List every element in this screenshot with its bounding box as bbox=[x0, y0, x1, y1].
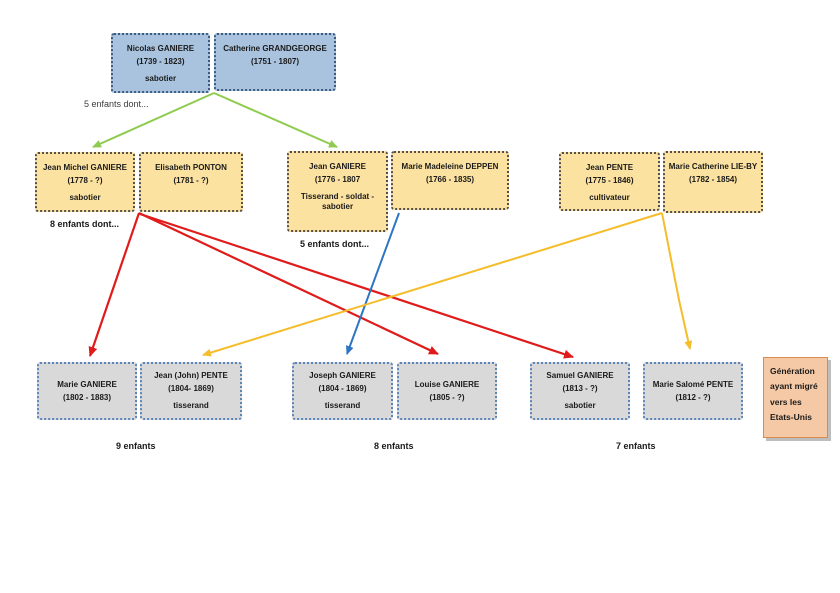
person-name: Louise GANIERE bbox=[414, 379, 480, 389]
person-box-joseph-ganiere: Joseph GANIERE (1804 - 1869) tisserand bbox=[292, 362, 393, 420]
person-name: Nicolas GANIERE bbox=[126, 44, 195, 53]
arrow-couple1-to-louise bbox=[138, 212, 439, 355]
person-occupation: Tisserand - soldat - sabotier bbox=[300, 192, 375, 211]
person-dates: (1782 - 1854) bbox=[688, 175, 738, 184]
person-name: Jean PENTE bbox=[585, 163, 634, 172]
children-count-group1: 9 enfants bbox=[116, 441, 156, 451]
person-name: Marie Catherine LIE-BY bbox=[668, 162, 758, 171]
arrow-couple3-to-jean-john bbox=[202, 212, 663, 357]
person-dates: (1775 - 1846) bbox=[585, 176, 634, 185]
person-occupation: tisserand bbox=[173, 401, 209, 410]
migration-note-box: Génération ayant migré vers les Etats-Un… bbox=[763, 357, 828, 438]
arrow-couple3-to-marie-salome bbox=[661, 212, 693, 350]
children-count-group3: 7 enfants bbox=[616, 441, 656, 451]
person-name: Marie Madeleine DEPPEN bbox=[401, 162, 499, 171]
person-box-catherine-grandgeorge: Catherine GRANDGEORGE (1751 - 1807) bbox=[214, 33, 336, 91]
arrow-gen1-to-jean-ganiere bbox=[213, 92, 338, 148]
person-occupation: sabotier bbox=[69, 193, 101, 202]
person-dates: (1739 - 1823) bbox=[136, 57, 185, 66]
person-occupation: sabotier bbox=[144, 74, 177, 83]
person-box-marie-salome-pente: Marie Salomé PENTE (1812 - ?) bbox=[643, 362, 743, 420]
person-dates: (1812 - ?) bbox=[675, 392, 711, 402]
person-box-nicolas-ganiere: Nicolas GANIERE (1739 - 1823) sabotier bbox=[111, 33, 210, 93]
person-box-elisabeth-ponton: Elisabeth PONTON (1781 - ?) bbox=[139, 152, 243, 212]
children-note-couple1: 8 enfants dont... bbox=[50, 219, 120, 229]
person-dates: (1751 - 1807) bbox=[250, 57, 300, 66]
person-dates: (1804 - 1869) bbox=[318, 384, 367, 393]
person-name: Jean (John) PENTE bbox=[154, 371, 228, 380]
person-name: Jean GANIERE bbox=[309, 162, 366, 171]
person-box-jean-michel-ganiere: Jean Michel GANIERE (1778 - ?) sabotier bbox=[35, 152, 135, 212]
person-box-marie-madeleine-deppen: Marie Madeleine DEPPEN (1766 - 1835) bbox=[391, 151, 509, 210]
arrow-couple2-to-joseph bbox=[346, 212, 400, 355]
person-box-marie-catherine-lieby: Marie Catherine LIE-BY (1782 - 1854) bbox=[663, 151, 763, 213]
person-dates: (1813 - ?) bbox=[562, 384, 598, 393]
person-box-jean-ganiere: Jean GANIERE (1776 - 1807 Tisserand - so… bbox=[287, 151, 388, 232]
person-name: Jean Michel GANIERE bbox=[42, 163, 128, 172]
person-name: Elisabeth PONTON bbox=[155, 163, 227, 172]
person-occupation: cultivateur bbox=[589, 193, 630, 202]
person-box-samuel-ganiere: Samuel GANIERE (1813 - ?) sabotier bbox=[530, 362, 630, 420]
children-count-group2: 8 enfants bbox=[374, 441, 414, 451]
person-name: Marie Salomé PENTE bbox=[652, 379, 734, 389]
person-box-jean-pente: Jean PENTE (1775 - 1846) cultivateur bbox=[559, 152, 660, 211]
person-dates: (1802 - 1883) bbox=[62, 392, 112, 402]
person-box-louise-ganiere: Louise GANIERE (1805 - ?) bbox=[397, 362, 497, 420]
person-name: Marie GANIERE bbox=[57, 379, 117, 389]
person-dates: (1766 - 1835) bbox=[425, 175, 475, 184]
arrow-couple1-to-samuel bbox=[139, 212, 574, 359]
person-occupation: tisserand bbox=[324, 401, 361, 410]
person-name: Joseph GANIERE bbox=[309, 371, 376, 380]
person-dates: (1804- 1869) bbox=[168, 384, 214, 393]
children-note-couple2: 5 enfants dont... bbox=[300, 239, 370, 249]
person-name: Catherine GRANDGEORGE bbox=[223, 44, 327, 53]
person-occupation: sabotier bbox=[564, 401, 596, 410]
person-dates: (1776 - 1807 bbox=[314, 175, 361, 184]
person-dates: (1781 - ?) bbox=[173, 176, 209, 185]
migration-note-text: Génération ayant migré vers les Etats-Un… bbox=[770, 366, 818, 422]
children-note-generation1: 5 enfants dont... bbox=[84, 99, 149, 109]
person-name: Samuel GANIERE bbox=[546, 371, 614, 380]
person-dates: (1778 - ?) bbox=[67, 176, 103, 185]
person-box-marie-ganiere: Marie GANIERE (1802 - 1883) bbox=[37, 362, 137, 420]
arrow-couple1-to-marie bbox=[88, 212, 141, 357]
person-dates: (1805 - ?) bbox=[429, 392, 465, 402]
person-box-jean-john-pente: Jean (John) PENTE (1804- 1869) tisserand bbox=[140, 362, 242, 420]
